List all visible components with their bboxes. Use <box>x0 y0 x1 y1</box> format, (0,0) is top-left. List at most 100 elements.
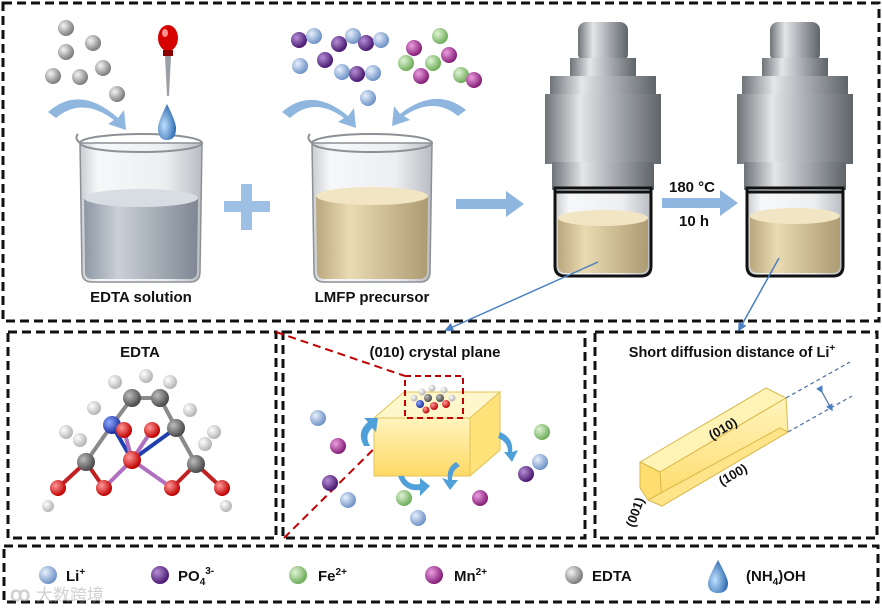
condition-time: 10 h <box>679 213 709 230</box>
rotation-arrows <box>360 418 518 496</box>
legend-item-po4: PO43- <box>151 566 214 588</box>
process-arrow-2 <box>662 190 738 216</box>
dim-line-2 <box>787 395 853 433</box>
diffusion-title-sup: + <box>829 343 835 354</box>
atom <box>214 480 230 496</box>
plus-sign <box>224 184 270 230</box>
curved-arrow-3 <box>392 98 466 126</box>
atom <box>139 369 153 383</box>
autoclave-1 <box>545 22 661 278</box>
legend-item-li: Li+ <box>39 566 85 585</box>
li-ball <box>373 32 389 48</box>
atom <box>73 433 87 447</box>
po4-ball <box>322 475 338 491</box>
mn-ball <box>413 68 429 84</box>
legend-fe-label: Fe2+ <box>318 567 347 585</box>
fe-ball <box>534 424 550 440</box>
dim-line-1 <box>785 361 851 399</box>
atom <box>144 422 160 438</box>
mn-ball <box>466 72 482 88</box>
frame-legend <box>2 544 880 604</box>
atom <box>77 453 95 471</box>
edta-ball <box>95 60 111 76</box>
beaker1-label: EDTA solution <box>90 289 192 306</box>
precursor-balls <box>291 28 482 106</box>
watermark-text: 大数跨境 <box>36 586 104 605</box>
edta-atoms <box>42 369 232 512</box>
atom <box>167 419 185 437</box>
edta-balls <box>45 20 125 102</box>
li-ball <box>360 90 376 106</box>
po4-ball <box>358 35 374 51</box>
li-ball <box>306 28 322 44</box>
edta-ball <box>85 35 101 51</box>
edta-panel: EDTA <box>42 344 232 512</box>
legend-nh4oh-label: (NH4)OH <box>746 568 806 588</box>
zoom-line-2 <box>283 417 406 539</box>
atom <box>220 500 232 512</box>
mini-molecule <box>410 384 456 414</box>
legend-li-swatch <box>39 566 57 584</box>
atom <box>198 437 212 451</box>
atom <box>59 425 73 439</box>
beaker2-label: LMFP precursor <box>315 289 430 306</box>
diffusion-panel: Short diffusion distance of Li+ (010) (1… <box>623 343 853 529</box>
legend-fe-swatch <box>289 566 307 584</box>
atom <box>164 480 180 496</box>
atom <box>123 389 141 407</box>
autoclave-2 <box>737 22 853 278</box>
legend-item-nh4oh: (NH4)OH <box>708 560 806 593</box>
atom <box>42 500 54 512</box>
watermark: ꝏ 大数跨境 <box>10 584 104 606</box>
atom <box>116 422 132 438</box>
atom <box>87 401 101 415</box>
legend-po4-swatch <box>151 566 169 584</box>
legend-mn-swatch <box>425 566 443 584</box>
fe-ball <box>398 55 414 71</box>
condition-temp: 180 °C <box>669 179 715 196</box>
beaker-edta <box>75 133 203 283</box>
po4-ball <box>291 32 307 48</box>
pointer-line-1 <box>444 261 599 332</box>
li-ball <box>340 492 356 508</box>
atom <box>183 403 197 417</box>
mn-ball <box>406 40 422 56</box>
fe-ball <box>396 490 412 506</box>
li-ball <box>532 454 548 470</box>
frame-diffusion <box>593 330 879 540</box>
face-001-label: (001) <box>623 495 647 529</box>
crystal-panel-title: (010) crystal plane <box>370 344 501 361</box>
legend-item-mn: Mn2+ <box>425 566 487 585</box>
atom <box>187 455 205 473</box>
dropper <box>158 25 178 96</box>
legend: Li+ PO43- Fe2+ Mn2+ EDTA (NH4)OH <box>39 560 806 593</box>
legend-drop-icon <box>708 560 728 593</box>
legend-edta-label: EDTA <box>592 568 632 585</box>
legend-item-edta: EDTA <box>565 566 632 585</box>
li-ball <box>345 28 361 44</box>
diffusion-title-text: Short diffusion distance of Li <box>629 345 830 361</box>
mn-ball <box>472 490 488 506</box>
legend-mn-label: Mn2+ <box>454 567 487 585</box>
atom <box>207 425 221 439</box>
atom <box>108 375 122 389</box>
atom <box>151 389 169 407</box>
curved-arrow-2 <box>282 99 356 128</box>
process-arrow-1 <box>456 191 524 217</box>
li-ball <box>292 58 308 74</box>
legend-item-fe: Fe2+ <box>289 566 347 585</box>
edta-ball <box>72 69 88 85</box>
curved-arrow-1 <box>48 99 126 130</box>
edta-ball <box>109 86 125 102</box>
po4-ball <box>317 52 333 68</box>
dim-arrow <box>816 385 833 412</box>
li-ball <box>310 410 326 426</box>
edta-ball <box>58 20 74 36</box>
li-ball <box>365 65 381 81</box>
fe-ball <box>432 28 448 44</box>
crystal-panel: (010) crystal plane <box>275 331 550 539</box>
legend-edta-swatch <box>565 566 583 584</box>
atom <box>50 480 66 496</box>
